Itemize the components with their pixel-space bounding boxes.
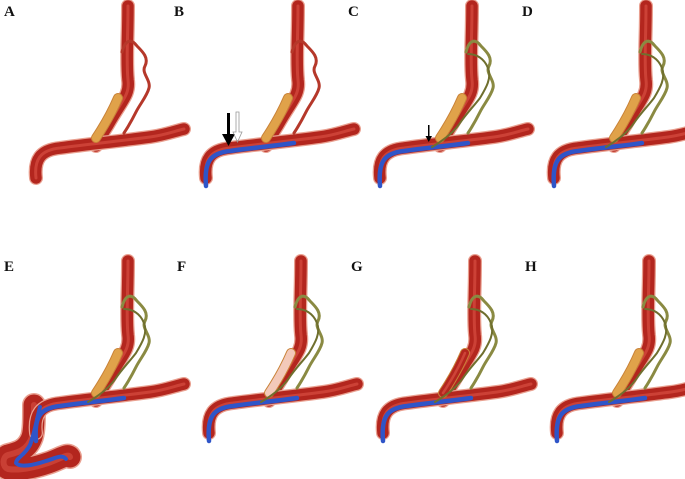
panel-e: E <box>4 259 185 470</box>
panel-h: H <box>525 259 685 441</box>
panel-g: G <box>351 259 531 441</box>
panel-label: B <box>174 4 184 20</box>
panel-a: A <box>4 4 184 178</box>
arrow-small-icon <box>425 125 432 142</box>
panel-label: C <box>348 4 359 20</box>
panel-label: F <box>177 259 186 275</box>
panel-label: D <box>522 4 533 20</box>
panel-d: D <box>522 4 685 186</box>
panel-b: B <box>174 4 354 186</box>
arrow-outline-icon <box>232 111 243 143</box>
panel-f: F <box>177 259 357 441</box>
panel-label: A <box>4 4 15 20</box>
arrow-large-icon <box>222 113 235 146</box>
panel-label: G <box>351 259 363 275</box>
panel-c: C <box>348 4 528 186</box>
panel-label: E <box>4 259 14 275</box>
panel-label: H <box>525 259 537 275</box>
